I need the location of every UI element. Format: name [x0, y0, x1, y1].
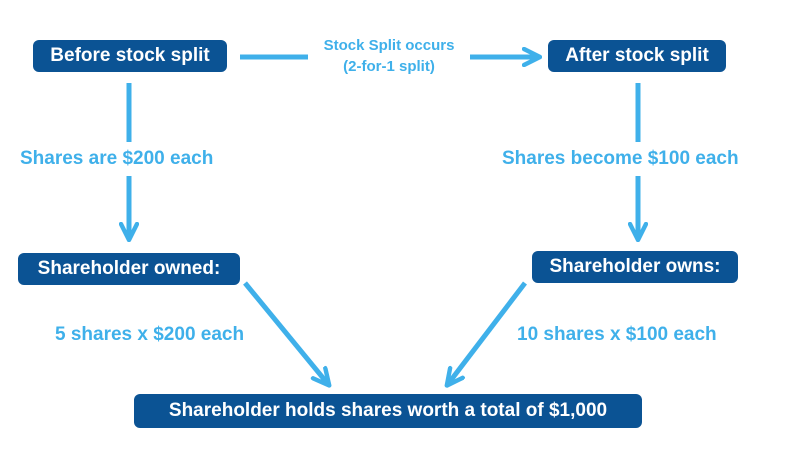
split-label: Stock Split occurs (2-for-1 split) — [302, 35, 476, 77]
shareholder-owned-label: Shareholder owned: — [37, 258, 221, 279]
arrow-owns-to-total — [448, 281, 527, 384]
after-split-label: After stock split — [565, 45, 709, 66]
shareholder-owned-box: Shareholder owned: — [18, 253, 240, 285]
before-split-box: Before stock split — [33, 40, 227, 72]
before-split-label: Before stock split — [50, 45, 210, 66]
total-value-box: Shareholder holds shares worth a total o… — [134, 394, 642, 428]
after-price-label: Shares become $100 each — [502, 148, 739, 169]
after-calc-label: 10 shares x $100 each — [517, 324, 717, 345]
split-label-line2: (2-for-1 split) — [343, 58, 435, 75]
total-value-label: Shareholder holds shares worth a total o… — [168, 400, 608, 421]
arrow-owned-to-total — [243, 281, 328, 384]
split-label-line1: Stock Split occurs — [323, 37, 455, 54]
after-split-box: After stock split — [548, 40, 726, 72]
shareholder-owns-box: Shareholder owns: — [532, 251, 738, 283]
before-calc-label: 5 shares x $200 each — [55, 324, 245, 345]
before-price-label: Shares are $200 each — [20, 148, 214, 169]
shareholder-owns-label: Shareholder owns: — [549, 256, 721, 277]
